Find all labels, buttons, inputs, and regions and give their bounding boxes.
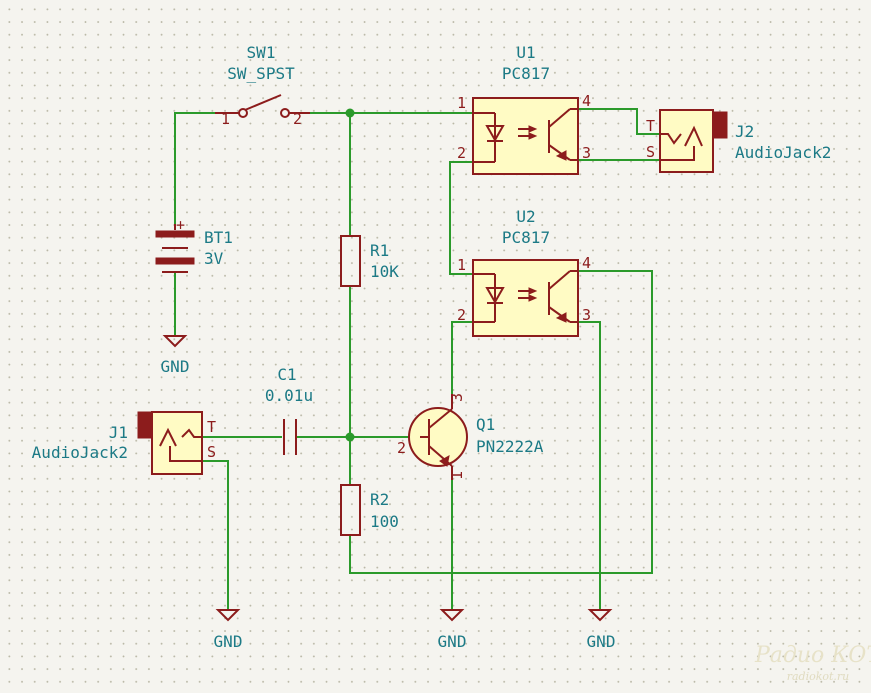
sw1-value: SW_SPST bbox=[227, 64, 295, 83]
j1-t-label: T bbox=[207, 418, 216, 436]
c1-value: 0.01u bbox=[265, 386, 313, 405]
q1-value: PN2222A bbox=[476, 437, 544, 456]
bt1-value: 3V bbox=[204, 249, 224, 268]
j2-t-label: T bbox=[646, 117, 655, 135]
q1-pin1-label: 1 bbox=[448, 471, 466, 480]
transistor-q1: 3 2 1 Q1 PN2222A bbox=[397, 393, 544, 480]
j1-value: AudioJack2 bbox=[32, 443, 128, 462]
gnd-u2-label: GND bbox=[587, 632, 616, 651]
wire-u1-pin4-to-j2-t bbox=[578, 108, 660, 135]
j2-value: AudioJack2 bbox=[735, 143, 831, 162]
wires bbox=[174, 108, 660, 610]
optocoupler-u2: 1 2 4 3 U2 PC817 bbox=[457, 207, 591, 337]
r2-ref: R2 bbox=[370, 490, 389, 509]
u1-ref: U1 bbox=[516, 43, 535, 62]
gnd-battery-label: GND bbox=[161, 357, 190, 376]
wire-u1-pin2-to-u2-pin1 bbox=[449, 161, 473, 275]
u1-pin3-label: 3 bbox=[582, 144, 591, 162]
gnd-symbol-u2: GND bbox=[587, 609, 616, 651]
q1-pin2-label: 2 bbox=[397, 439, 406, 457]
wire-u2-pin3-to-gnd bbox=[578, 321, 601, 610]
u2-value: PC817 bbox=[502, 228, 550, 247]
j2-ref: J2 bbox=[735, 122, 754, 141]
audio-jack-j1: T S J1 AudioJack2 bbox=[32, 411, 216, 475]
c1-ref: C1 bbox=[277, 365, 296, 384]
j2-s-label: S bbox=[646, 143, 655, 161]
gnd-symbol-j1: GND bbox=[214, 609, 243, 651]
u2-pin1-label: 1 bbox=[457, 256, 466, 274]
audio-jack-j2: T S J2 AudioJack2 bbox=[646, 109, 831, 173]
battery-bt1: + BT1 3V bbox=[155, 216, 233, 273]
sw1-ref: SW1 bbox=[247, 43, 276, 62]
gnd-symbol-battery: GND bbox=[161, 335, 190, 376]
wire-u2-pin2-to-q1-collector bbox=[451, 321, 473, 409]
wire-j1-s-to-gnd bbox=[202, 460, 229, 610]
resistor-r2: R2 100 bbox=[340, 484, 399, 536]
u2-pin2-label: 2 bbox=[457, 306, 466, 324]
u1-value: PC817 bbox=[502, 64, 550, 83]
optocoupler-u1: 1 2 4 3 U1 PC817 bbox=[457, 43, 591, 175]
j1-ref: J1 bbox=[109, 423, 128, 442]
u2-ref: U2 bbox=[516, 207, 535, 226]
capacitor-c1: C1 0.01u bbox=[265, 365, 313, 455]
watermark-title: Радио КОТ bbox=[754, 643, 871, 668]
r1-value: 10K bbox=[370, 262, 399, 281]
j1-s-label: S bbox=[207, 443, 216, 461]
r2-value: 100 bbox=[370, 512, 399, 531]
u1-pin1-label: 1 bbox=[457, 94, 466, 112]
u1-pin2-label: 2 bbox=[457, 144, 466, 162]
gnd-symbol-q1: GND bbox=[438, 609, 467, 651]
resistor-r1: R1 10K bbox=[340, 235, 399, 287]
sw1-pin1-label: 1 bbox=[221, 110, 230, 128]
r1-ref: R1 bbox=[370, 241, 389, 260]
sw1-pin2-label: 2 bbox=[293, 110, 302, 128]
q1-pin3-label: 3 bbox=[448, 393, 466, 402]
junction-top bbox=[345, 108, 355, 118]
bt1-plus-label: + bbox=[176, 216, 185, 234]
u2-pin4-label: 4 bbox=[582, 254, 591, 272]
gnd-q1-label: GND bbox=[438, 632, 467, 651]
watermark-logo: Радио КОТ radiokot.ru bbox=[754, 643, 871, 683]
wire-u2-pin4-loop bbox=[349, 270, 653, 574]
switch-sw1: SW1 SW_SPST 1 2 bbox=[215, 43, 310, 128]
bt1-ref: BT1 bbox=[204, 228, 233, 247]
q1-ref: Q1 bbox=[476, 415, 495, 434]
watermark-url: radiokot.ru bbox=[787, 670, 850, 683]
junction-base bbox=[345, 432, 355, 442]
u2-pin3-label: 3 bbox=[582, 306, 591, 324]
gnd-j1-label: GND bbox=[214, 632, 243, 651]
u1-pin4-label: 4 bbox=[582, 92, 591, 110]
wire-battery-to-sw1 bbox=[174, 112, 215, 224]
